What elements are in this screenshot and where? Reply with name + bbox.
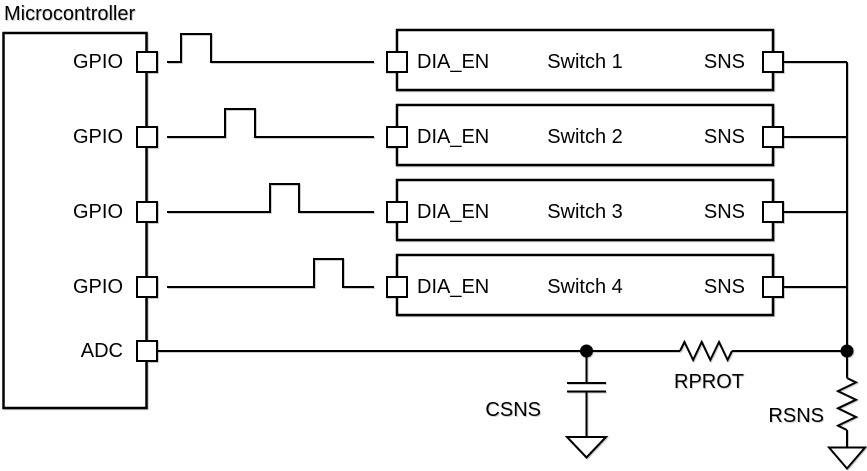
microcontroller-box [2, 31, 148, 410]
csns-ground-symbol [564, 436, 609, 459]
rprot-label: RPROT [674, 371, 744, 393]
switch-3-dia-en-pin [386, 201, 408, 223]
csns-label: CSNS [485, 399, 541, 421]
switch-1-sns-label: SNS [704, 51, 745, 73]
switch-1-block: DIA_EN Switch 1 SNS [386, 28, 784, 92]
rsns-label: RSNS [768, 405, 824, 427]
switch-3-box [395, 178, 775, 242]
switch-1-name: Switch 1 [547, 51, 623, 73]
pulse-waveform-1 [167, 33, 374, 63]
adc-net [157, 339, 847, 363]
switch-3-sns-pin [762, 201, 784, 223]
mcu-pin-label-gpio2: GPIO [73, 126, 123, 148]
rprot-resistor [679, 339, 733, 363]
switch-2-box [395, 103, 775, 167]
rsns-ground-symbol [826, 446, 867, 471]
switch-2-sns-label: SNS [704, 126, 745, 148]
gpio-pulse-waveforms [167, 33, 374, 288]
mcu-pin-label-adc: ADC [81, 340, 123, 362]
switch-2-sns-pin [762, 126, 784, 148]
switch-2-name: Switch 2 [547, 126, 623, 148]
switch-3-name: Switch 3 [547, 201, 623, 223]
mcu-pin-label-gpio1: GPIO [73, 51, 123, 73]
switch-4-block: DIA_EN Switch 4 SNS [386, 253, 784, 317]
switch-1-box [395, 28, 775, 92]
pulse-waveform-2 [167, 108, 374, 138]
junction-dot-rsns [840, 344, 854, 358]
switch-1-dia-en-pin [386, 51, 408, 73]
mcu-gpio1-pin [136, 51, 158, 73]
switch-1-sns-pin [762, 51, 784, 73]
sense-net [783, 61, 848, 378]
mcu-pin-label-gpio3: GPIO [73, 201, 123, 223]
microcontroller-title: Microcontroller [4, 3, 135, 25]
mcu-pin-label-gpio4: GPIO [73, 276, 123, 298]
mcu-gpio4-pin [136, 276, 158, 298]
csns-branch [564, 351, 609, 459]
switch-3-block: DIA_EN Switch 3 SNS [386, 178, 784, 242]
rsns-resistor [835, 377, 859, 431]
pulse-waveform-4 [167, 258, 374, 288]
switch-2-dia-en-pin [386, 126, 408, 148]
switch-4-dia-en-pin [386, 276, 408, 298]
pulse-waveform-3 [167, 183, 374, 213]
switch-2-block: DIA_EN Switch 2 SNS [386, 103, 784, 167]
switch-4-dia-en-label: DIA_EN [417, 276, 489, 298]
switch-4-name: Switch 4 [547, 276, 623, 298]
mcu-gpio2-pin [136, 126, 158, 148]
microcontroller-block: Microcontroller GPIO GPIO GPIO GPIO ADC [2, 3, 148, 410]
rsns-branch [826, 377, 867, 471]
mcu-gpio3-pin [136, 201, 158, 223]
switch-4-sns-pin [762, 276, 784, 298]
switch-4-sns-label: SNS [704, 276, 745, 298]
switch-1-dia-en-label: DIA_EN [417, 51, 489, 73]
switch-3-dia-en-label: DIA_EN [417, 201, 489, 223]
switch-3-sns-label: SNS [704, 201, 745, 223]
mcu-adc-pin [136, 340, 158, 362]
mcu-pin-squares [136, 51, 158, 362]
junction-dot-csns [580, 344, 593, 358]
switch-4-box [395, 253, 775, 317]
switch-2-dia-en-label: DIA_EN [417, 126, 489, 148]
